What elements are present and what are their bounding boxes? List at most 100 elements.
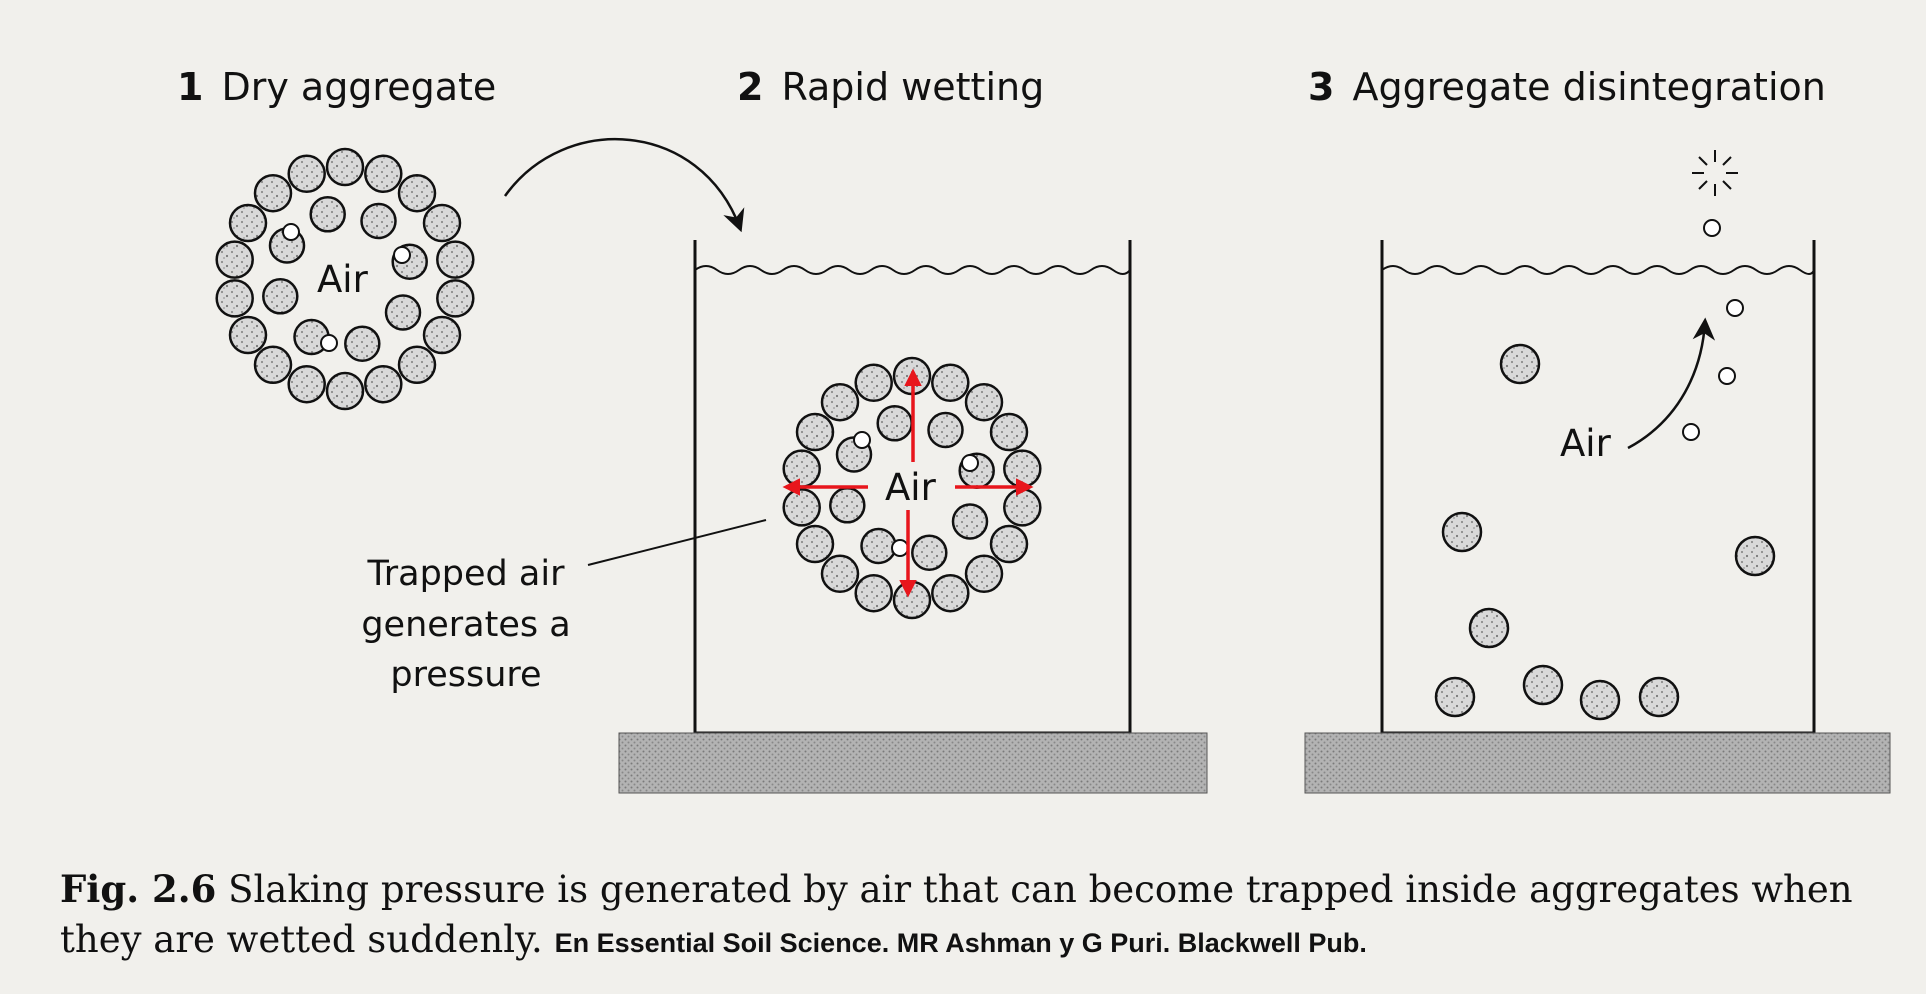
- air-pore: [320, 334, 338, 352]
- particle: [1579, 679, 1621, 721]
- wet-aggregate: Air: [782, 356, 1042, 620]
- particle: [422, 315, 462, 355]
- wet-aggregate-air-label: Air: [885, 466, 937, 509]
- air-pore: [282, 223, 300, 241]
- particle: [829, 487, 866, 524]
- panel-2-label: Rapid wetting: [781, 65, 1044, 109]
- ground-3: [1304, 732, 1891, 794]
- particle: [989, 412, 1029, 452]
- particle: [422, 203, 462, 243]
- panel-3-title: 3 Aggregate disintegration: [1308, 65, 1826, 109]
- panel-2-number: 2: [737, 65, 763, 109]
- trapped-air-line-2: generates a: [361, 605, 570, 645]
- particle: [228, 203, 268, 243]
- particle: [964, 554, 1004, 594]
- particle: [820, 382, 860, 422]
- air-escape-arrow: [1627, 317, 1716, 450]
- particle: [384, 294, 422, 331]
- particle: [1468, 607, 1510, 649]
- water-surface-2: [694, 265, 1131, 275]
- air-pore: [961, 454, 979, 472]
- particle: [215, 279, 254, 318]
- particle: [1003, 449, 1042, 488]
- caption-text: Slaking pressure is generated by air tha…: [60, 868, 1853, 961]
- particle: [287, 154, 326, 194]
- particle: [397, 345, 437, 385]
- caption-credit: En Essential Soil Science. MR Ashman y G…: [554, 928, 1367, 958]
- particle: [325, 147, 365, 187]
- air-pore: [393, 246, 411, 264]
- particle: [931, 363, 970, 403]
- ground-2: [618, 732, 1208, 794]
- particle: [364, 154, 403, 194]
- escaping-air-label: Air: [1560, 422, 1612, 465]
- particle: [854, 363, 893, 403]
- particle: [262, 278, 299, 315]
- particle: [397, 173, 437, 213]
- air-bubble: [1718, 367, 1736, 385]
- particle: [215, 240, 254, 279]
- escaping-air: Air: [1560, 150, 1744, 465]
- particle: [892, 580, 932, 620]
- dry-aggregate-particles: [215, 147, 475, 411]
- panel-1-label: Dry aggregate: [221, 65, 496, 109]
- container-rapid-wetting: [618, 240, 1208, 794]
- particle: [1003, 488, 1042, 527]
- particle: [931, 573, 970, 613]
- particle: [795, 524, 835, 564]
- dry-aggregate-air-label: Air: [317, 258, 369, 301]
- particle: [436, 240, 475, 279]
- pressure-arrows: [782, 368, 1034, 598]
- particle: [1499, 343, 1541, 385]
- particle: [795, 412, 835, 452]
- particle: [927, 411, 964, 449]
- particle: [989, 524, 1029, 564]
- container-disintegration: [1304, 240, 1891, 794]
- particle: [1522, 664, 1564, 706]
- particle: [364, 364, 403, 404]
- particle: [325, 371, 365, 411]
- particle: [228, 315, 268, 355]
- particle: [860, 527, 897, 565]
- loose-particles: [1434, 343, 1776, 721]
- particle: [436, 279, 475, 318]
- trapped-air-leader: [587, 519, 767, 566]
- particle: [820, 554, 860, 594]
- dry-aggregate: Air: [215, 147, 475, 411]
- particle: [1638, 676, 1680, 718]
- particle: [253, 173, 293, 213]
- panel-3-label: Aggregate disintegration: [1352, 65, 1825, 109]
- particle: [1734, 535, 1776, 577]
- particle: [344, 325, 381, 362]
- water-surface-3: [1381, 265, 1815, 275]
- figure-caption: Fig. 2.6 Slaking pressure is generated b…: [60, 864, 1910, 968]
- particle: [309, 196, 346, 233]
- wet-aggregate-particles: [782, 356, 1042, 620]
- air-bubble: [1703, 219, 1721, 237]
- burst-icon: [1692, 150, 1738, 196]
- panel-2-title: 2 Rapid wetting: [737, 65, 1044, 109]
- figure-label: Fig. 2.6: [60, 867, 217, 911]
- container-3-walls: [1380, 240, 1816, 735]
- air-bubble: [1682, 423, 1700, 441]
- panel-3-number: 3: [1308, 65, 1334, 109]
- particle: [854, 573, 893, 613]
- trapped-air-line-1: Trapped air: [367, 554, 566, 594]
- particle: [964, 382, 1004, 422]
- panel-1-title: 1 Dry aggregate: [177, 65, 496, 109]
- particle: [1434, 676, 1476, 718]
- particle: [951, 503, 989, 540]
- transfer-arrow: [503, 138, 745, 233]
- panel-1-number: 1: [177, 65, 203, 109]
- trapped-air-line-3: pressure: [390, 655, 541, 695]
- particle: [253, 345, 293, 385]
- trapped-air-note: Trapped air generates a pressure: [361, 519, 767, 695]
- air-pore: [891, 539, 909, 557]
- particle: [360, 202, 397, 240]
- particle: [1441, 511, 1483, 553]
- particle: [782, 449, 821, 488]
